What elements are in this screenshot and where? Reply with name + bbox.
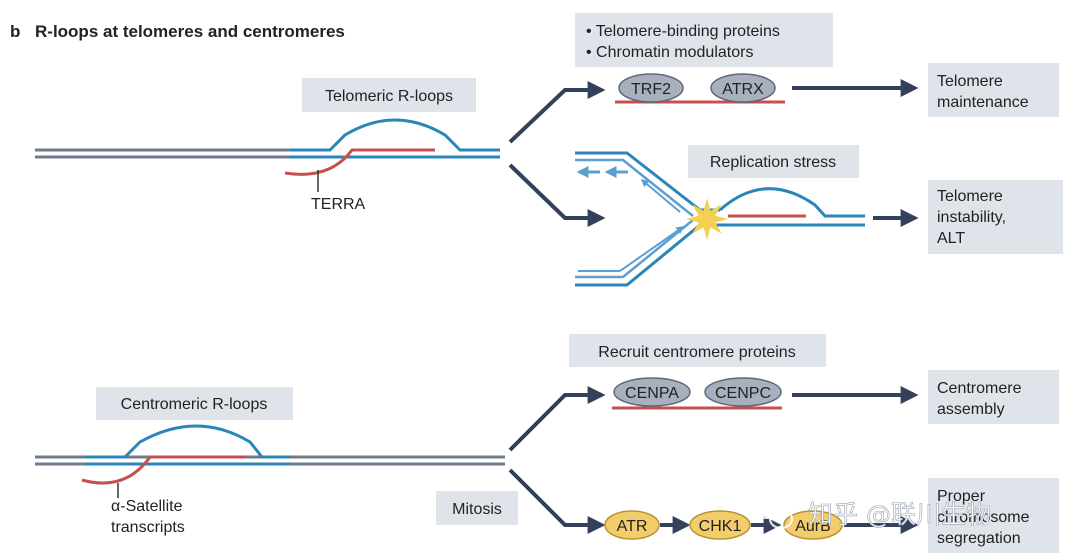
- starburst-icon: [686, 198, 728, 240]
- telomere-maintenance-box: [928, 63, 1059, 117]
- upper-synthesis-arrow: [640, 178, 681, 213]
- terra-label: TERRA: [311, 196, 366, 213]
- segregation-line3: segregation: [937, 530, 1021, 547]
- telomeric-rloops-label: Telomeric R-loops: [325, 88, 453, 105]
- telomere-instability-line3: ALT: [937, 230, 965, 247]
- telomere-maintenance-line2: maintenance: [937, 94, 1029, 111]
- telomere-maintenance-line1: Telomere: [937, 73, 1003, 90]
- segregation-box: [928, 478, 1059, 553]
- panel-title: R-loops at telomeres and centromeres: [35, 22, 345, 41]
- cenpc-protein: [704, 377, 782, 407]
- alpha-satellite-line1: α-Satellite: [111, 498, 183, 515]
- alpha-satellite-line2: transcripts: [111, 519, 185, 536]
- atr-label: ATR: [617, 518, 648, 535]
- replication-stress-box: [688, 145, 859, 178]
- aurb-label: AurB: [795, 518, 831, 535]
- lower-synthesis-arrow: [619, 226, 685, 272]
- telomere-rloop-strand: [290, 118, 500, 152]
- centromeric-rloops-box: [96, 387, 293, 420]
- cenpa-label: CENPA: [625, 385, 679, 402]
- centromere-assembly-line2: assembly: [937, 401, 1005, 418]
- chk1-kinase: [689, 510, 751, 540]
- centromere-rloop-strand: [85, 424, 290, 459]
- telomere-factors-box: [575, 13, 833, 67]
- segregation-line2: chromosome: [937, 509, 1030, 526]
- centromere-assembly-line1: Centromere: [937, 380, 1022, 397]
- alpha-satellite-rna-strand: [81, 455, 245, 485]
- mitosis-label: Mitosis: [452, 501, 502, 518]
- recruit-label: Recruit centromere proteins: [598, 344, 795, 361]
- cenpa-protein: [613, 377, 691, 407]
- telomere-instability-box: [928, 180, 1063, 254]
- centromeric-rloops-label: Centromeric R-loops: [121, 396, 268, 413]
- telomeric-rloops-box: [302, 78, 476, 112]
- watermark-text: 知乎 @联川生物: [808, 500, 991, 529]
- centromere-upper-arrow: [508, 386, 606, 452]
- cenpc-label: CENPC: [715, 385, 771, 402]
- wechat-bubbles-icon: [754, 500, 794, 530]
- terra-rna-strand: [284, 148, 435, 176]
- telomere-instability-line2: instability,: [937, 209, 1006, 226]
- atr-kinase: [604, 510, 660, 540]
- fork-lower-strand-inner: [575, 219, 694, 279]
- telomere-lower-arrow: [508, 163, 606, 227]
- chk1-label: CHK1: [699, 518, 742, 535]
- telomere-upper-arrow: [508, 81, 606, 144]
- atrx-label: ATRX: [722, 81, 764, 98]
- aurb-kinase: [783, 510, 843, 540]
- mitosis-box: [436, 491, 518, 525]
- recruit-box: [569, 334, 826, 367]
- trf2-label: TRF2: [631, 81, 671, 98]
- atrx-protein: [710, 73, 776, 103]
- trf2-protein: [618, 73, 684, 103]
- fork-upper-strand-inner: [575, 158, 694, 217]
- centromere-lower-arrow: [508, 468, 606, 534]
- replication-stress-label: Replication stress: [710, 154, 836, 171]
- factor-telomere-binding: • Telomere-binding proteins: [586, 23, 780, 40]
- panel-letter: b: [10, 22, 20, 41]
- stress-rloop-strand: [719, 187, 865, 218]
- factor-chromatin-modulators: • Chromatin modulators: [586, 44, 753, 61]
- centromere-assembly-box: [928, 370, 1059, 424]
- telomere-instability-line1: Telomere: [937, 188, 1003, 205]
- segregation-line1: Proper: [937, 488, 986, 505]
